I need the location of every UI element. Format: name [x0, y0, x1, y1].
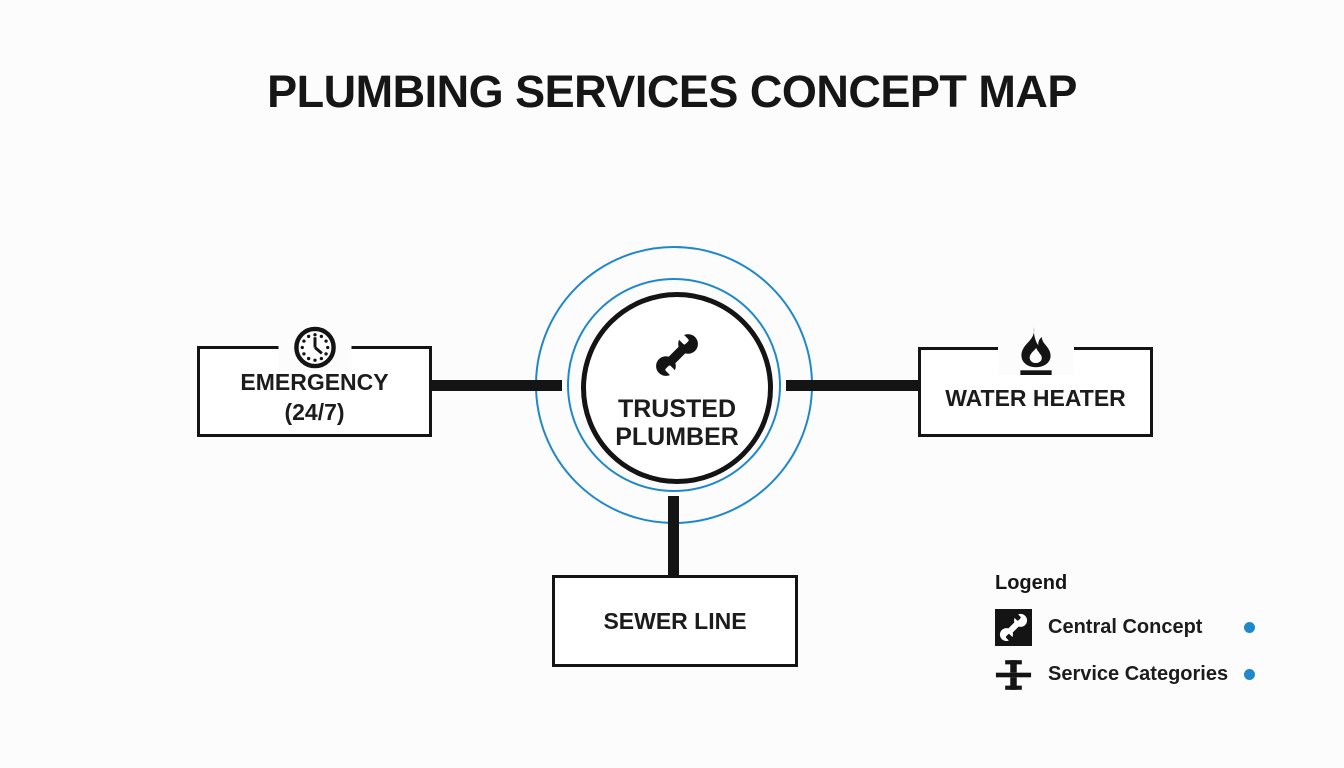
legend-title: Logend [995, 572, 1068, 594]
node-water-heater: WATER HEATER [918, 325, 1153, 437]
clock-icon [278, 324, 351, 371]
connector-emergency [432, 380, 562, 391]
pipe-fitting-icon [995, 656, 1032, 693]
legend-item-central-concept: Central Concept [995, 609, 1255, 646]
legend-marker-dot [1244, 669, 1255, 680]
connector-sewer-line [668, 496, 679, 576]
central-node-label-line1: TRUSTED [617, 394, 737, 423]
page-title: PLUMBING SERVICES CONCEPT MAP [267, 66, 1077, 117]
node-label-line2: (24/7) [284, 398, 345, 425]
central-inner-ring [567, 278, 781, 492]
node-label-line1: WATER HEATER [945, 385, 1126, 411]
legend-label: Service Categories [1048, 663, 1229, 685]
legend-label: Central Concept [1048, 616, 1203, 638]
node-emergency: EMERGENCY (24/7) [197, 324, 432, 437]
legend: Logend Central Concept [995, 572, 1255, 703]
central-node-label-line2: PLUMBER [615, 422, 739, 451]
wrench-square-icon [995, 609, 1032, 646]
node-label-line1: SEWER LINE [603, 608, 747, 634]
legend-marker-dot [1244, 622, 1255, 633]
node-sewer-line: SEWER LINE [552, 575, 798, 667]
legend-item-service-categories: Service Categories [995, 656, 1255, 693]
flame-icon [997, 325, 1074, 375]
node-trusted-plumber: TRUSTED PLUMBER [581, 292, 773, 484]
wrench-icon [648, 326, 706, 389]
node-label-line1: EMERGENCY [240, 368, 389, 395]
connector-water-heater [786, 380, 918, 391]
